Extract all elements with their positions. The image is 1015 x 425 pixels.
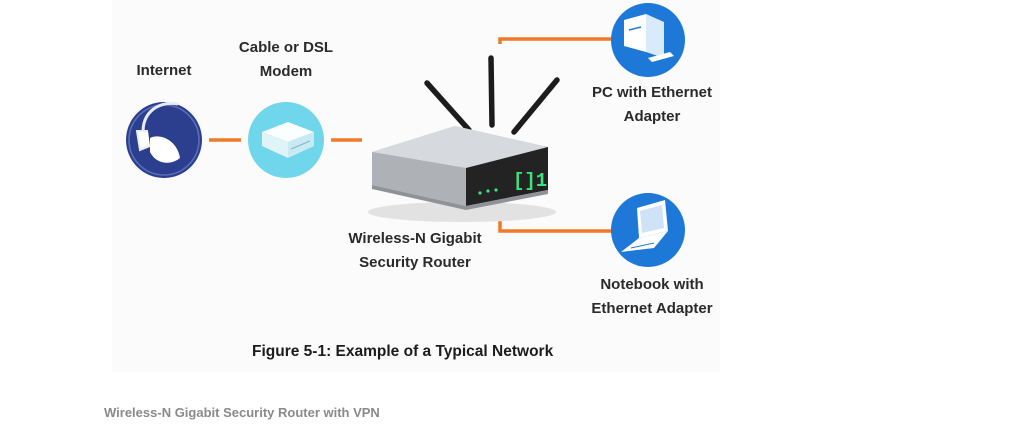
notebook-icon — [611, 193, 685, 267]
pc-label: PC with Ethernet Adapter — [580, 81, 724, 129]
notebook-label: Notebook with Ethernet Adapter — [580, 273, 724, 321]
svg-text:[]1: []1 — [513, 170, 547, 192]
internet-label: Internet — [124, 59, 204, 83]
desktop-pc-icon — [611, 3, 685, 77]
modem-icon — [248, 102, 324, 178]
modem-label: Cable or DSL Modem — [228, 36, 344, 84]
router-label: Wireless-N Gigabit Security Router — [331, 227, 499, 275]
page-footer: Wireless-N Gigabit Security Router with … — [104, 405, 380, 420]
figure-caption: Figure 5-1: Example of a Typical Network — [252, 343, 592, 361]
router-icon: []1 — [368, 58, 557, 222]
connector-router-pc — [500, 39, 612, 44]
internet-icon — [126, 102, 202, 178]
